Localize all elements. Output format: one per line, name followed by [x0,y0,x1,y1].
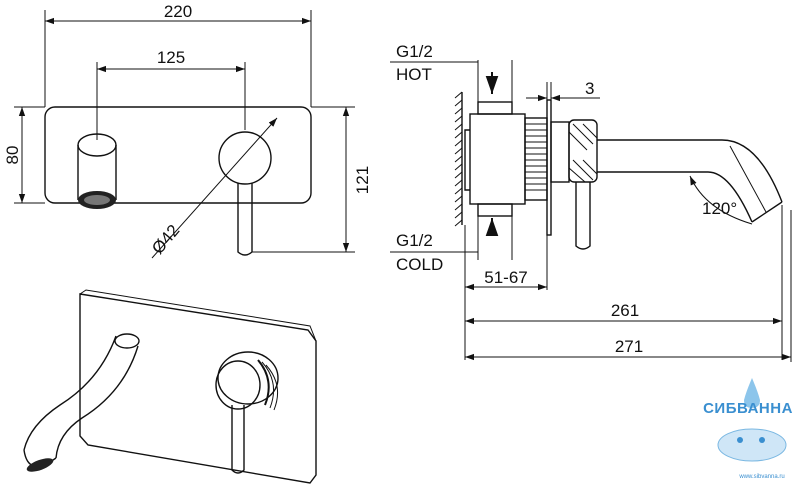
dim-125: 125 [157,48,185,67]
side-body [464,99,552,236]
side-spout [597,139,783,223]
hot-label: HOT [396,65,432,84]
dim-angle: 120° [702,199,737,218]
dim-220: 220 [164,2,192,21]
front-lever [237,183,253,256]
dim-line-diameter [151,117,278,259]
iso-spout [23,333,140,472]
front-plate [44,106,312,204]
bathtub-icon [717,428,787,462]
dim-261: 261 [611,301,639,320]
iso-plate [79,293,317,484]
front-handle [218,131,272,185]
dim-diameter: Ø42 [148,221,183,258]
angle-arc [689,175,753,225]
dim-121: 121 [353,166,372,194]
water-drop-icon [744,378,760,408]
dim-271: 271 [615,337,643,356]
hot-size-label: G1/2 [396,42,433,61]
isometric-view [23,289,317,484]
cold-label: COLD [396,255,443,274]
dim-3: 3 [585,79,594,98]
front-spout [77,133,117,209]
brand-url: www.sibvanna.ru [738,474,784,480]
iso-handle [215,351,279,474]
side-view: 120° 3 51-67 261 271 G1/2 HOT G1/2 COLD [390,42,792,362]
brand-name: СИБВАННА [703,400,793,417]
dim-51-67: 51-67 [484,268,527,287]
brand-logo: СИБВАННА www.sibvanna.ru [703,378,793,480]
cold-size-label: G1/2 [396,231,433,250]
front-view: 220 125 80 121 Ø42 [3,2,372,259]
side-handle [550,119,598,250]
dim-80: 80 [3,146,22,165]
